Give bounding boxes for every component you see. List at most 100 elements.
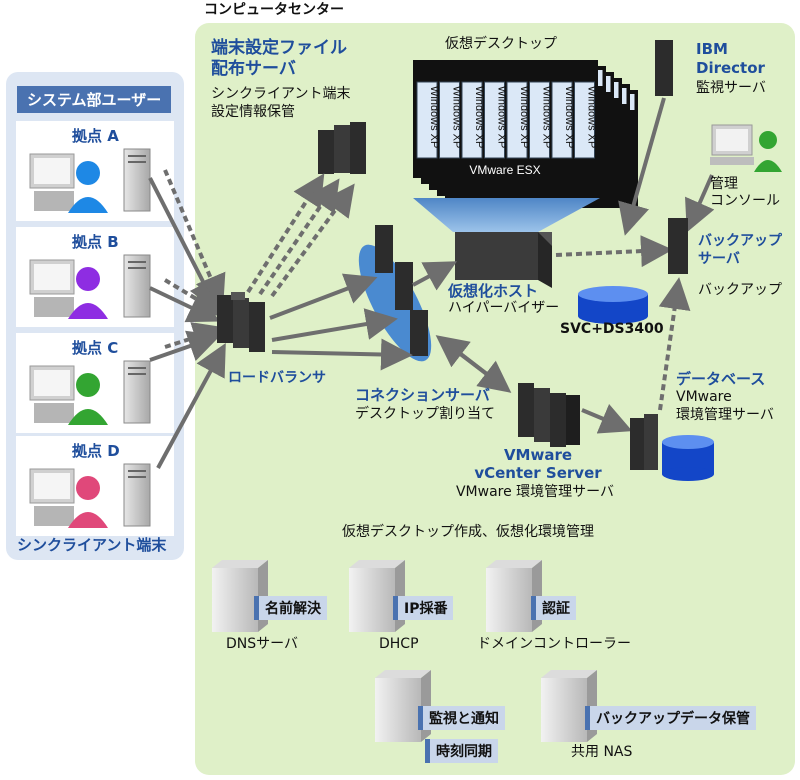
virtual-desktop-stack: Windows XP Windows XP Windows XP Windows XP… — [413, 60, 638, 208]
database-title: データベース — [676, 370, 766, 388]
ibm-director-desc: 監視サーバ — [696, 80, 766, 96]
vcenter-title-1: VMware — [503, 446, 573, 464]
management-console-2: コンソール — [710, 193, 780, 209]
arrow-site-a-solid — [148, 177, 219, 313]
load-balancer-servers — [217, 292, 265, 352]
ibm-director-title-2: Director — [696, 59, 765, 77]
management-console-pc — [710, 124, 782, 172]
management-console-1: 管理 — [710, 176, 738, 192]
vm-label: Windows XP — [586, 86, 598, 148]
dhcp-tag: IP採番 — [393, 596, 454, 620]
thin-client-3 — [29, 360, 151, 425]
connection-server-title: コネクションサーバ — [355, 386, 490, 404]
site-label-b: 拠点 B — [72, 233, 119, 251]
database-desc-1: VMware — [676, 389, 732, 405]
thin-client-4 — [29, 463, 151, 528]
site-label-c: 拠点 C — [72, 339, 119, 357]
vm-label: Windows XP — [541, 86, 553, 148]
arrow-site-c-solid — [149, 330, 221, 362]
monitor-screen — [34, 473, 70, 499]
dc-tag: 認証 — [531, 596, 576, 620]
virtual-host-title: 仮想化ホスト — [448, 282, 539, 300]
arrow-site-b-solid — [149, 286, 221, 323]
monitor-screen — [34, 264, 70, 290]
vm-card — [484, 81, 505, 159]
tower-slot — [128, 161, 146, 163]
monitor-tag: 監視と通知 — [418, 706, 505, 730]
dns-label: DNSサーバ — [226, 636, 298, 652]
tower-slot — [128, 155, 146, 157]
tower-slot — [128, 373, 146, 375]
virtual-desktop-title: 仮想デスクトップ — [445, 36, 557, 52]
vm-label: Windows XP — [428, 86, 440, 148]
thin-client-tower — [123, 463, 151, 527]
config-server-stack — [318, 122, 366, 174]
ibm-director-server — [655, 40, 673, 96]
backup-server-title-1: バックアップ — [698, 233, 782, 249]
vm-card — [439, 81, 460, 159]
tower-body — [541, 678, 587, 742]
tower-slot — [128, 261, 146, 263]
user-head — [76, 267, 100, 291]
config-server-title-2: 配布サーバ — [211, 59, 296, 79]
tower-slot — [128, 476, 146, 478]
user-head — [76, 373, 100, 397]
vcenter-title-2: vCenter Server — [474, 464, 602, 482]
user-head — [76, 161, 100, 185]
pc-base — [34, 403, 74, 423]
user-head — [76, 476, 100, 500]
tower-top — [541, 670, 597, 678]
section-caption: 仮想デスクトップ作成、仮想化環境管理 — [342, 524, 594, 540]
storage-cylinder — [578, 286, 648, 324]
storage-label: SVC+DS3400 — [560, 321, 664, 337]
virtual-host-desc: ハイパーバイザー — [448, 300, 560, 316]
users-panel-footer: シンクライアント端末 — [17, 536, 167, 554]
users-panel-title: システム部ユーザー — [17, 86, 172, 113]
tower-body — [375, 678, 421, 742]
tower-top — [212, 560, 268, 568]
thin-client-tower — [123, 360, 151, 424]
load-balancer-label: ロードバランサ — [228, 370, 326, 386]
config-server-title-1: 端末設定ファイル — [211, 38, 347, 58]
arrow-site-a — [163, 169, 226, 308]
connection-server-3 — [410, 310, 428, 356]
ibm-director-title-1: IBM — [696, 40, 728, 58]
site-label-a: 拠点 A — [72, 127, 119, 145]
monitor-screen — [34, 158, 70, 184]
connection-server-2 — [395, 262, 413, 310]
vcenter-desc: VMware 環境管理サーバ — [455, 484, 615, 500]
dns-tag: 名前解決 — [254, 596, 327, 620]
tower-top — [375, 670, 431, 678]
backup-server-title-2: サーバ — [698, 251, 740, 267]
connection-server-1 — [375, 225, 393, 273]
database-desc-2: 環境管理サーバ — [676, 407, 774, 423]
vm-card — [506, 81, 528, 159]
thin-client-tower — [123, 148, 151, 212]
pc-base — [34, 191, 74, 211]
vm-card — [574, 81, 595, 159]
tower-top — [486, 560, 542, 568]
thin-client-1 — [29, 148, 151, 213]
tower-slot — [128, 367, 146, 369]
esx-beam — [413, 198, 600, 232]
vm-label: Windows XP — [451, 86, 463, 148]
arrow-site-d — [156, 342, 226, 469]
config-server-desc-2: 設定情報保管 — [211, 104, 295, 120]
database-server — [630, 414, 714, 481]
vm-card — [551, 81, 573, 159]
tower-slot — [128, 470, 146, 472]
user-body — [68, 512, 108, 528]
vcenter-server-stack — [518, 383, 580, 447]
nas-label: 共用 NAS — [571, 744, 633, 760]
thin-client-tower — [123, 254, 151, 318]
dc-label: ドメインコントローラー — [477, 636, 631, 652]
site-label-d: 拠点 D — [72, 442, 120, 460]
vm-card — [461, 81, 483, 159]
vm-label: Windows XP — [496, 86, 508, 148]
virtualization-host — [455, 232, 552, 288]
vm-label: Windows XP — [563, 86, 575, 148]
thin-client-2 — [29, 254, 151, 319]
tower-body — [349, 568, 395, 632]
user-body — [68, 409, 108, 425]
